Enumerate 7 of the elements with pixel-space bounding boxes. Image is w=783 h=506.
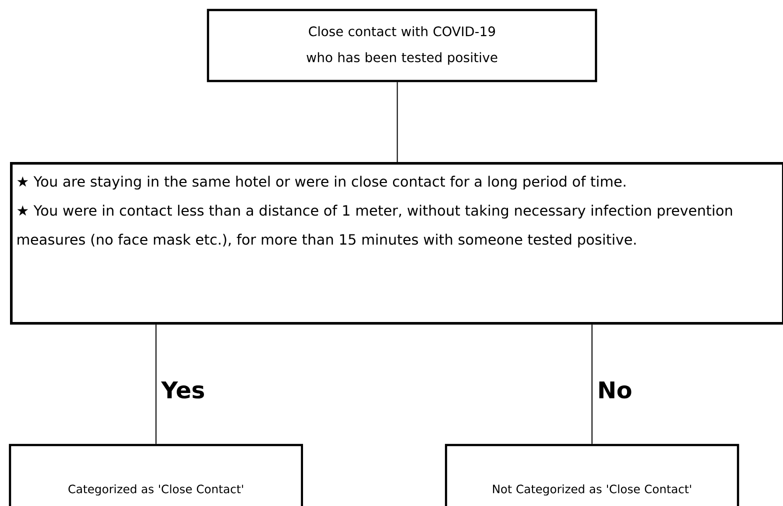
connector-line: [396, 82, 398, 162]
criteria-box: ★ You are staying in the same hotel or were in close contact for a long period of time. ★ You were in contact less than a distance of 1 meter, without taking necessary infection prevention measures (no face mask etc.), for more than 15 minutes with someone tested positive.: [10, 162, 783, 325]
result-box: Not Categorized as 'Close Contact': [444, 444, 740, 506]
edge-label: No: [596, 380, 634, 400]
result-box: Categorized as 'Close Contact': [8, 444, 304, 506]
edge-label: Yes: [160, 380, 206, 400]
source-box: Close contact with COVID-19 who has been tested positive: [206, 8, 598, 82]
